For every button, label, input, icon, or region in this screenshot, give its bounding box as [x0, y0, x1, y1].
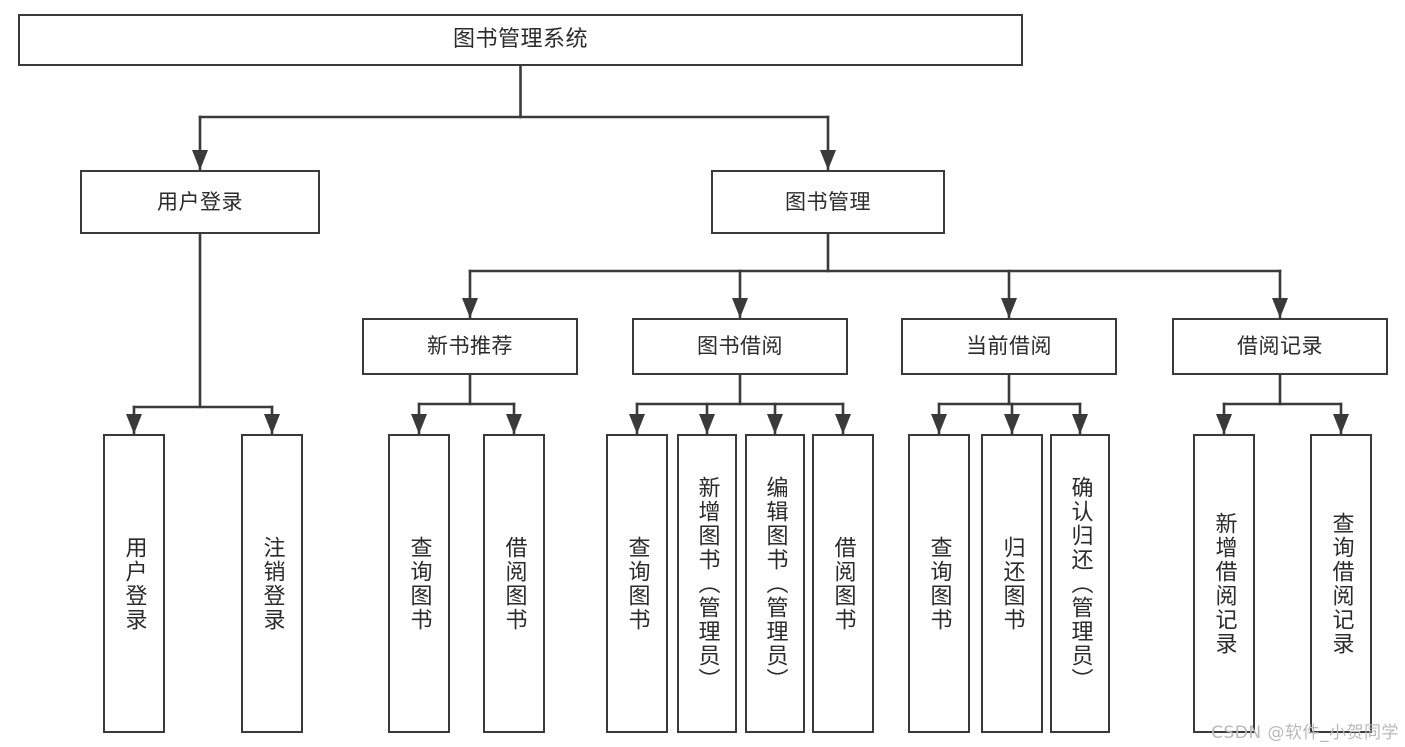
node-label: 编辑图书（管理员） [762, 475, 788, 692]
node-label: 注销登录 [259, 535, 285, 632]
arrowhead-icon [462, 298, 478, 318]
node-label: 查询图书 [406, 535, 432, 632]
node-label: 用户登录 [157, 189, 243, 214]
node-root[interactable]: 图书管理系统 [18, 14, 1023, 66]
arrowhead-icon [1001, 298, 1017, 318]
arrowhead-icon [1272, 298, 1288, 318]
node-leaf-cur-2[interactable]: 归还图书 [981, 434, 1043, 733]
node-label: 图书管理系统 [452, 27, 588, 53]
node-leaf-rec-2[interactable]: 查询借阅记录 [1310, 434, 1372, 733]
arrowhead-icon [1216, 414, 1232, 434]
watermark: CSDN @软件_小贺同学 [1211, 723, 1399, 743]
node-label: 查询图书 [624, 535, 650, 632]
node-label: 确认归还（管理员） [1067, 475, 1093, 692]
node-label: 图书管理 [785, 189, 871, 214]
node-label: 图书借阅 [697, 334, 783, 359]
node-label: 归还图书 [999, 535, 1025, 632]
node-label: 当前借阅 [966, 334, 1052, 359]
node-leaf-cur-1[interactable]: 查询图书 [908, 434, 970, 733]
arrowhead-icon [931, 414, 947, 434]
arrowhead-icon [411, 414, 427, 434]
node-login[interactable]: 用户登录 [80, 170, 320, 234]
node-label: 查询借阅记录 [1328, 511, 1354, 656]
arrowhead-icon [629, 414, 645, 434]
node-leaf-login-1[interactable]: 用户登录 [103, 434, 165, 733]
node-leaf-login-2[interactable]: 注销登录 [241, 434, 303, 733]
node-leaf-rec-1[interactable]: 新增借阅记录 [1193, 434, 1255, 733]
node-newbook[interactable]: 新书推荐 [362, 318, 578, 375]
arrowhead-icon [732, 298, 748, 318]
arrowhead-icon [126, 414, 142, 434]
node-records[interactable]: 借阅记录 [1172, 318, 1388, 375]
node-label: 借阅图书 [830, 535, 856, 632]
arrowhead-icon [699, 414, 715, 434]
arrowhead-icon [1333, 414, 1349, 434]
arrowhead-icon [506, 414, 522, 434]
node-leaf-bor-4[interactable]: 借阅图书 [812, 434, 874, 733]
node-current[interactable]: 当前借阅 [901, 318, 1117, 375]
node-label: 借阅记录 [1237, 334, 1323, 359]
node-leaf-new-2[interactable]: 借阅图书 [483, 434, 545, 733]
node-label: 查询图书 [926, 535, 952, 632]
node-leaf-cur-3[interactable]: 确认归还（管理员） [1050, 434, 1110, 733]
node-leaf-bor-3[interactable]: 编辑图书（管理员） [745, 434, 805, 733]
arrowhead-icon [820, 150, 836, 170]
arrowhead-icon [1004, 414, 1020, 434]
node-borrow[interactable]: 图书借阅 [632, 318, 848, 375]
arrowhead-icon [1072, 414, 1088, 434]
node-leaf-new-1[interactable]: 查询图书 [388, 434, 450, 733]
node-leaf-bor-2[interactable]: 新增图书（管理员） [677, 434, 737, 733]
arrowhead-icon [192, 150, 208, 170]
arrowhead-icon [264, 414, 280, 434]
node-label: 借阅图书 [501, 535, 527, 632]
node-label: 新增图书（管理员） [694, 475, 720, 692]
arrowhead-icon [835, 414, 851, 434]
arrowhead-icon [767, 414, 783, 434]
node-label: 用户登录 [121, 535, 147, 632]
node-bookmgmt[interactable]: 图书管理 [711, 170, 945, 234]
node-leaf-bor-1[interactable]: 查询图书 [606, 434, 668, 733]
node-label: 新增借阅记录 [1211, 511, 1237, 656]
node-label: 新书推荐 [427, 334, 513, 359]
